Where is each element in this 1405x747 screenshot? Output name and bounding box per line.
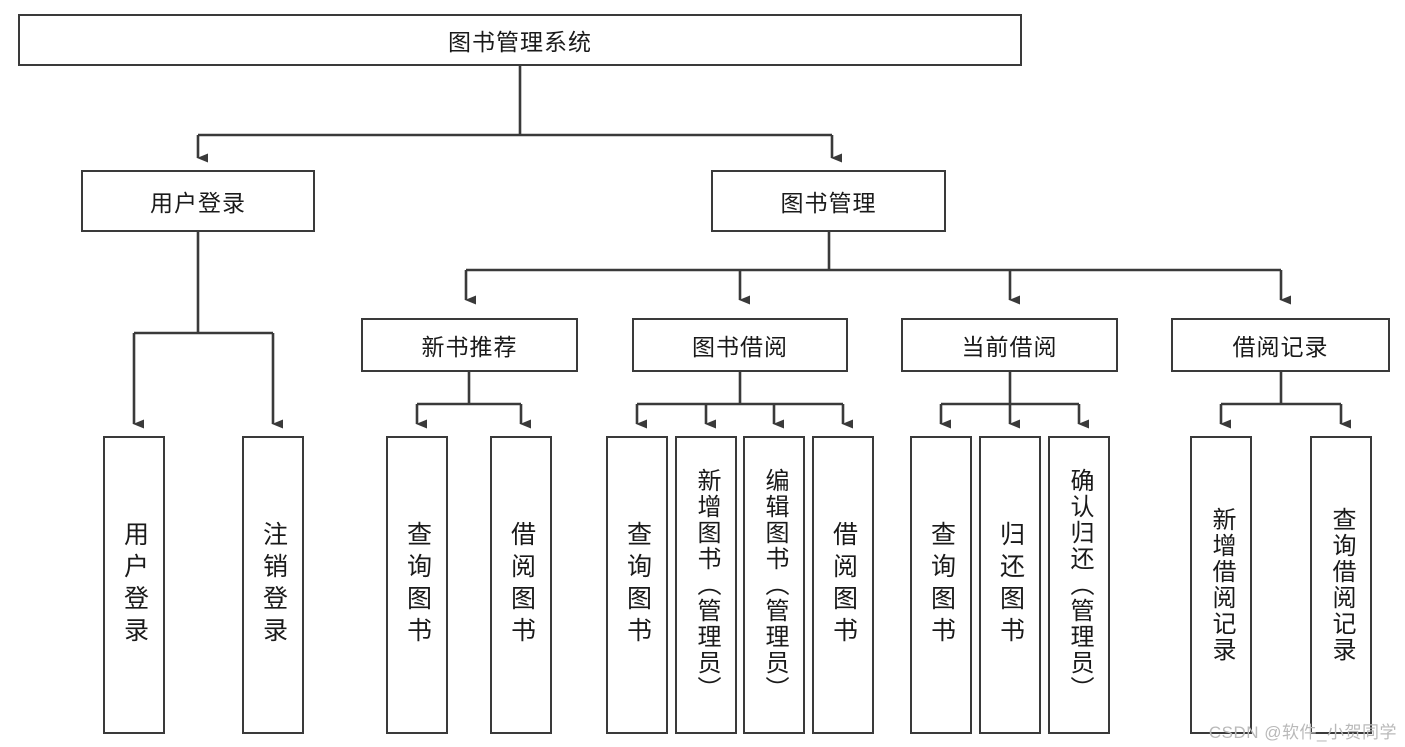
leaf-user-login[interactable]: 用户登录 [103,436,165,734]
node-borrow-record[interactable]: 借阅记录 [1171,318,1390,372]
node-current-borrow-label: 当前借阅 [961,334,1058,360]
node-new-book-recommend-label: 新书推荐 [421,334,518,360]
leaf-add-borrow-record[interactable]: 新增借阅记录 [1190,436,1252,734]
leaf-query-book-current-label: 查询图书 [927,521,956,649]
leaf-query-book-new[interactable]: 查询图书 [386,436,448,734]
leaf-return-book-label: 归还图书 [996,521,1025,649]
node-new-book-recommend[interactable]: 新书推荐 [361,318,578,372]
leaf-query-borrow-record-label: 查询借阅记录 [1328,507,1355,663]
leaf-confirm-return-admin[interactable]: 确认归还（管理员） [1048,436,1110,734]
leaf-add-book-admin-label: 新增图书（管理员） [693,468,720,702]
leaf-borrow-book-new[interactable]: 借阅图书 [490,436,552,734]
leaf-edit-book-admin[interactable]: 编辑图书（管理员） [743,436,805,734]
leaf-borrow-book[interactable]: 借阅图书 [812,436,874,734]
node-book-borrow[interactable]: 图书借阅 [632,318,848,372]
node-borrow-record-label: 借阅记录 [1232,334,1329,360]
node-current-borrow[interactable]: 当前借阅 [901,318,1118,372]
node-book-management-label: 图书管理 [780,190,877,216]
leaf-query-book-borrow[interactable]: 查询图书 [606,436,668,734]
leaf-query-borrow-record[interactable]: 查询借阅记录 [1310,436,1372,734]
node-root[interactable]: 图书管理系统 [18,14,1022,66]
node-user-login-label: 用户登录 [150,190,246,216]
watermark: CSDN @软件_小贺同学 [1208,723,1397,742]
node-root-label: 图书管理系统 [448,29,592,55]
node-user-login[interactable]: 用户登录 [81,170,315,232]
leaf-logout[interactable]: 注销登录 [242,436,304,734]
leaf-add-borrow-record-label: 新增借阅记录 [1208,507,1235,663]
leaf-edit-book-admin-label: 编辑图书（管理员） [761,468,788,702]
leaf-query-book-current[interactable]: 查询图书 [910,436,972,734]
leaf-return-book[interactable]: 归还图书 [979,436,1041,734]
leaf-add-book-admin[interactable]: 新增图书（管理员） [675,436,737,734]
leaf-borrow-book-new-label: 借阅图书 [507,521,536,649]
leaf-borrow-book-label: 借阅图书 [829,521,858,649]
leaf-confirm-return-admin-label: 确认归还（管理员） [1066,468,1093,702]
node-book-management[interactable]: 图书管理 [711,170,946,232]
node-book-borrow-label: 图书借阅 [692,334,788,360]
leaf-query-book-borrow-label: 查询图书 [623,521,652,649]
leaf-logout-label: 注销登录 [259,521,288,649]
leaf-query-book-new-label: 查询图书 [403,521,432,649]
leaf-user-login-label: 用户登录 [120,521,149,649]
